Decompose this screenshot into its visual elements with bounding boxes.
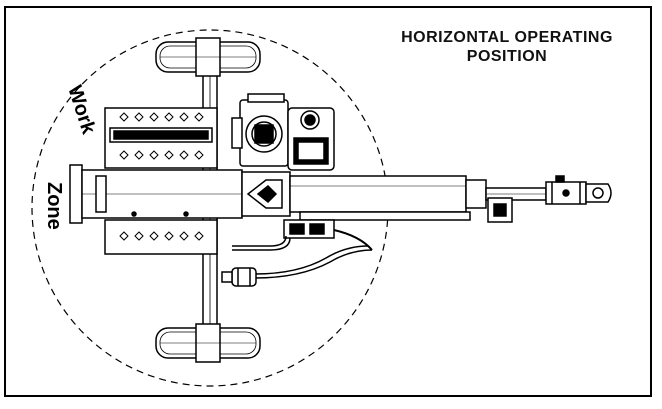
hydraulic-hoses bbox=[232, 235, 373, 279]
diagram-title: HORIZONTAL OPERATING POSITION bbox=[372, 28, 642, 66]
splitting-wedge bbox=[241, 171, 291, 217]
bottom-wheel bbox=[155, 323, 261, 363]
control-valve bbox=[283, 219, 373, 251]
title-line-2: POSITION bbox=[466, 48, 548, 65]
top-wheel bbox=[155, 37, 261, 77]
main-beam bbox=[69, 164, 243, 224]
engine bbox=[231, 93, 335, 171]
title-line-1: HORIZONTAL OPERATING bbox=[401, 29, 613, 46]
work-zone-label-work: Work bbox=[63, 83, 100, 138]
work-zone-label-zone: Zone bbox=[43, 182, 65, 230]
hydraulic-filter bbox=[221, 267, 257, 287]
upper-guard-diamonds bbox=[119, 112, 204, 160]
lower-guard-diamonds bbox=[119, 231, 204, 241]
hydraulic-cylinder bbox=[289, 175, 547, 221]
ram-end-hitch bbox=[487, 175, 612, 223]
